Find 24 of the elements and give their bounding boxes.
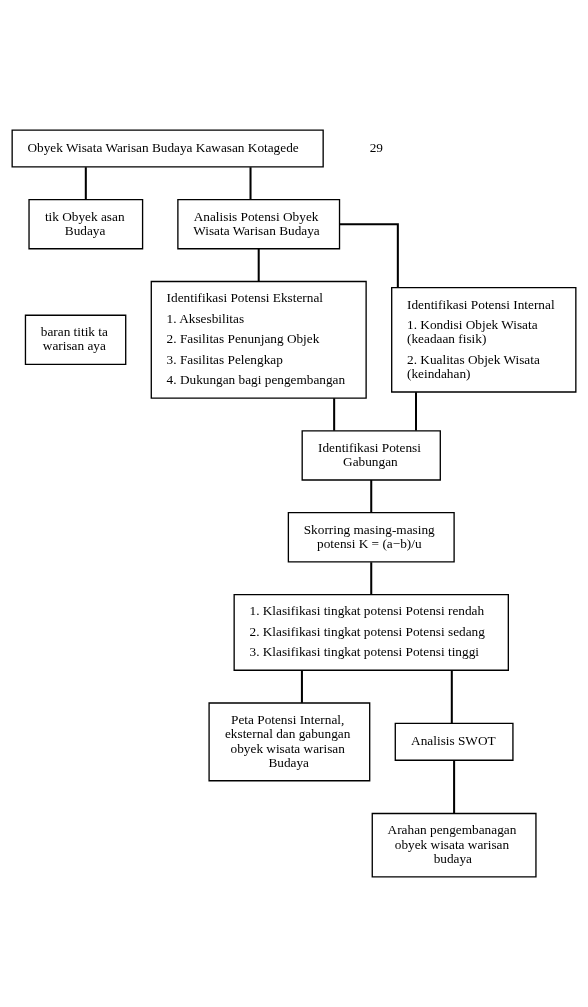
connector bbox=[300, 670, 303, 703]
connector bbox=[333, 398, 336, 431]
node-box: Skorring masing-masing potensi K = (a−b)/u bbox=[287, 512, 455, 563]
connector bbox=[84, 167, 87, 200]
connector bbox=[370, 562, 373, 595]
label: 29 bbox=[369, 139, 383, 155]
connector bbox=[414, 392, 418, 431]
connector bbox=[450, 670, 453, 724]
node-box: Peta Potensi Internal, eksternal dan gabungan obyek wisata warisan Budaya bbox=[208, 702, 371, 782]
node-box: Arahan pengembanagan obyek wisata warisan budaya bbox=[371, 812, 537, 878]
node-box: Identifikasi Potensi Internal 1. Kondisi Objek Wisata (keadaan fisik) 2. Kualitas Objek Wisata (keindahan) bbox=[391, 286, 577, 393]
node-box: baran titik ta warisan aya bbox=[24, 314, 127, 366]
connector bbox=[257, 249, 260, 282]
connector bbox=[339, 223, 399, 288]
node-box: Identifikasi Potensi Eksternal 1. Aksesbilitas 2. Fasilitas Penunjang Objek 3. Fasilitas Pelengkap 4. Dukungan bagi pengembangan bbox=[150, 280, 367, 399]
node-box: Obyek Wisata Warisan Budaya Kawasan Kotagede bbox=[11, 129, 324, 168]
connector bbox=[370, 479, 373, 513]
connector bbox=[249, 167, 252, 200]
node-box: Analisis SWOT bbox=[394, 722, 514, 761]
connector bbox=[453, 760, 456, 814]
node-box: 1. Klasifikasi tingkat potensi Potensi rendah 2. Klasifikasi tingkat potensi Potensi sedang 3. Klasifikasi tingkat potensi Potensi tinggi bbox=[233, 593, 509, 671]
node-box: Analisis Potensi Obyek Wisata Warisan Budaya bbox=[177, 199, 341, 250]
node-box: tik Obyek asan Budaya bbox=[28, 199, 144, 250]
node-box: Identifikasi Potensi Gabungan bbox=[301, 430, 441, 481]
